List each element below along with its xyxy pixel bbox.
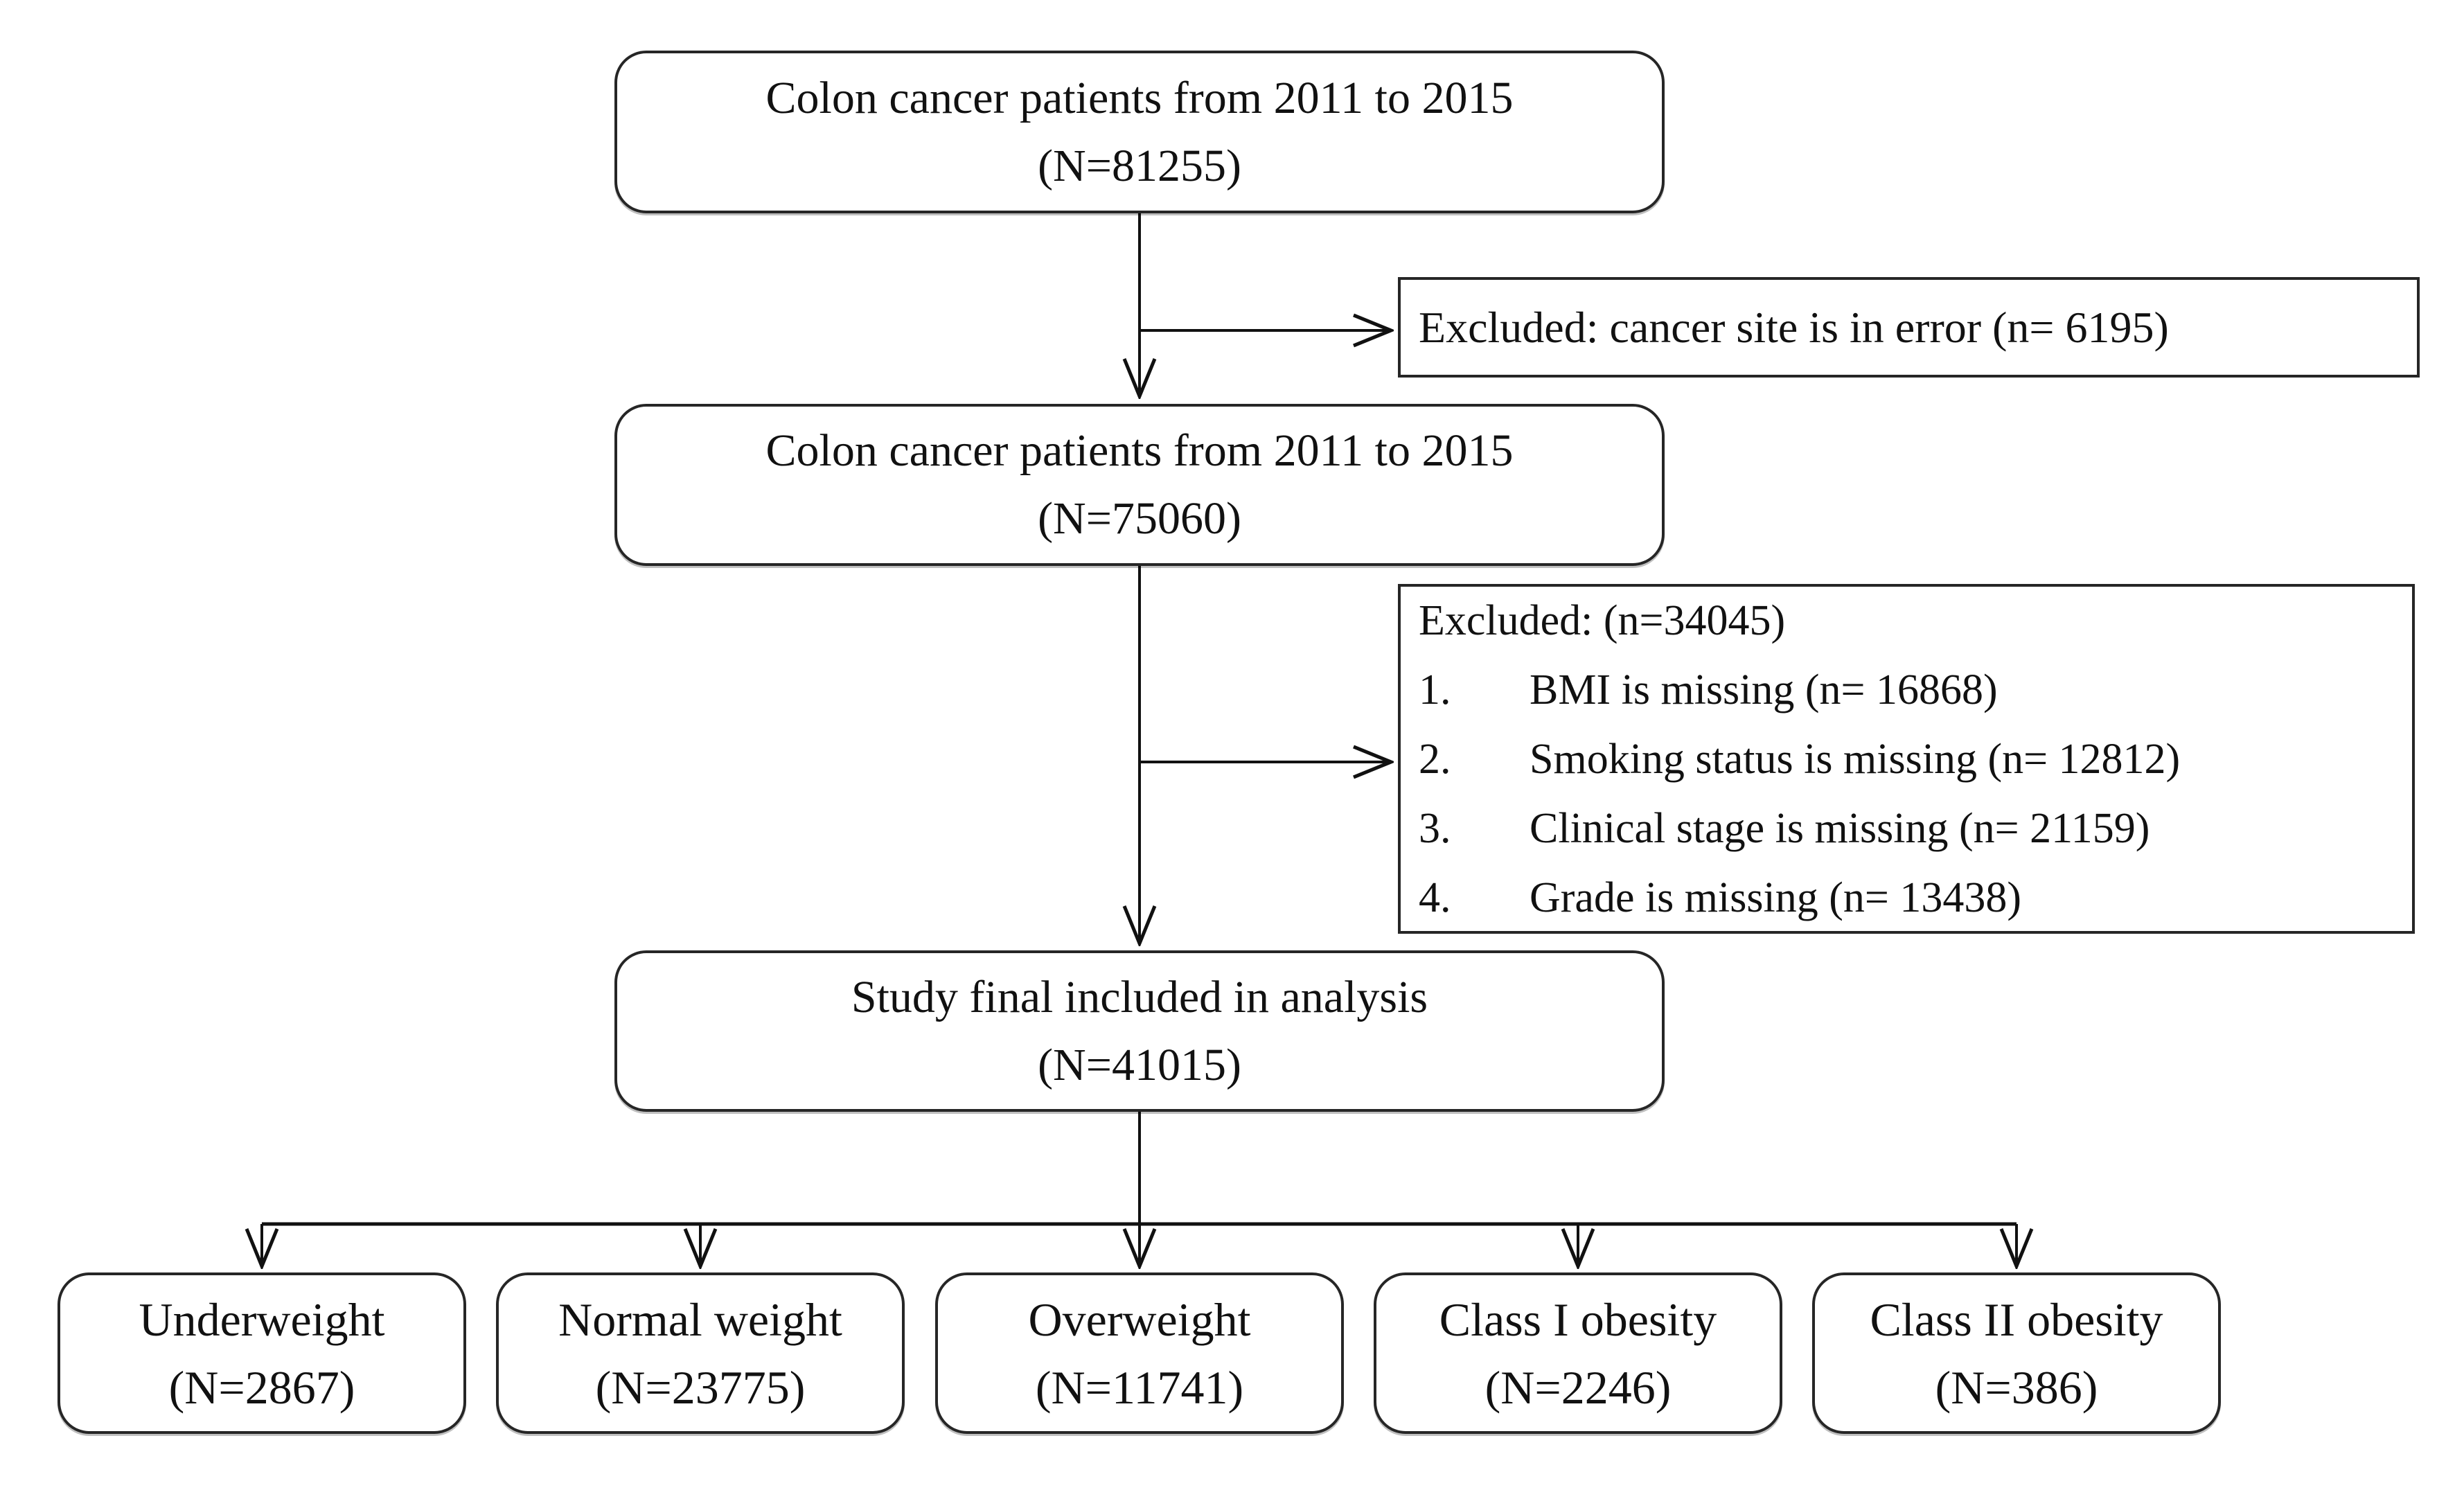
excluded-item-smoking-text: Smoking status is missing (n= 12812) xyxy=(1530,735,2181,783)
group-box-normal-weight-label: Normal weight xyxy=(558,1293,842,1346)
excluded-item-grade: 4. Grade is missing (n= 13438) xyxy=(1419,863,2394,932)
excluded-box-missing-data: Excluded: (n=34045) 1. BMI is missing (n… xyxy=(1398,584,2415,934)
group-box-class1-obesity: Class I obesity (N=2246) xyxy=(1374,1272,1782,1434)
excluded-item-bmi-number: 1. xyxy=(1419,666,1451,713)
excluded-box-missing-data-header: Excluded: (n=34045) xyxy=(1419,596,1786,644)
excluded-item-smoking: 2. Smoking status is missing (n= 12812) xyxy=(1419,725,2394,794)
group-box-overweight: Overweight (N=11741) xyxy=(935,1272,1344,1434)
group-box-underweight-n: (N=2867) xyxy=(168,1360,355,1414)
final-analysis-box-n: (N=41015) xyxy=(1038,1039,1241,1090)
excluded-item-grade-text: Grade is missing (n= 13438) xyxy=(1530,873,2022,921)
cohort-box-after-site-exclusion-title: Colon cancer patients from 2011 to 2015 xyxy=(765,425,1514,476)
group-box-underweight-label: Underweight xyxy=(139,1293,385,1346)
group-box-class2-obesity-n: (N=386) xyxy=(1935,1360,2098,1414)
cohort-box-after-site-exclusion-n: (N=75060) xyxy=(1038,493,1241,544)
group-box-normal-weight-n: (N=23775) xyxy=(595,1360,806,1414)
excluded-item-bmi: 1. BMI is missing (n= 16868) xyxy=(1419,655,2394,725)
group-box-class1-obesity-label: Class I obesity xyxy=(1439,1293,1717,1346)
cohort-box-initial-n: (N=81255) xyxy=(1038,140,1241,191)
excluded-item-bmi-text: BMI is missing (n= 16868) xyxy=(1530,666,1998,713)
group-box-underweight: Underweight (N=2867) xyxy=(57,1272,466,1434)
cohort-box-initial-title: Colon cancer patients from 2011 to 2015 xyxy=(765,72,1514,123)
excluded-item-clinical-stage-text: Clinical stage is missing (n= 21159) xyxy=(1530,804,2150,852)
group-box-overweight-label: Overweight xyxy=(1028,1293,1251,1346)
excluded-item-grade-number: 4. xyxy=(1419,873,1451,921)
group-box-normal-weight: Normal weight (N=23775) xyxy=(496,1272,905,1434)
group-box-class2-obesity-label: Class II obesity xyxy=(1870,1293,2163,1346)
group-box-overweight-n: (N=11741) xyxy=(1035,1360,1244,1414)
final-analysis-box: Study final included in analysis (N=4101… xyxy=(614,950,1665,1112)
excluded-item-clinical-stage: 3. Clinical stage is missing (n= 21159) xyxy=(1419,794,2394,863)
group-box-class2-obesity: Class II obesity (N=386) xyxy=(1812,1272,2221,1434)
excluded-item-smoking-number: 2. xyxy=(1419,735,1451,783)
cohort-box-after-site-exclusion: Colon cancer patients from 2011 to 2015 … xyxy=(614,404,1665,566)
group-box-class1-obesity-n: (N=2246) xyxy=(1484,1360,1672,1414)
excluded-item-clinical-stage-number: 3. xyxy=(1419,804,1451,852)
cohort-box-initial: Colon cancer patients from 2011 to 2015 … xyxy=(614,51,1665,213)
final-analysis-box-title: Study final included in analysis xyxy=(851,971,1428,1022)
excluded-box-cancer-site: Excluded: cancer site is in error (n= 61… xyxy=(1398,277,2420,378)
excluded-box-cancer-site-text: Excluded: cancer site is in error (n= 61… xyxy=(1419,302,2169,352)
